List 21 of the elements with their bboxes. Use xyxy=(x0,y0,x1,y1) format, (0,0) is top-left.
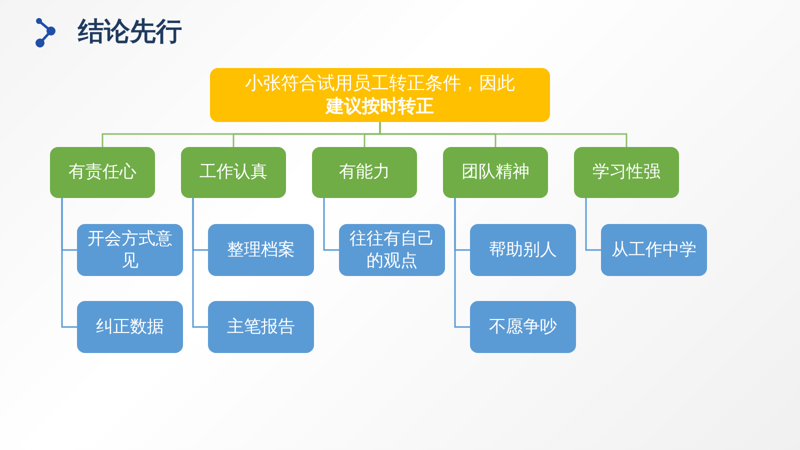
category-box: 有能力 xyxy=(312,147,417,198)
category-box: 团队精神 xyxy=(443,147,548,198)
connector-line xyxy=(454,198,470,328)
category-box: 工作认真 xyxy=(181,147,286,198)
item-box: 不愿争吵 xyxy=(470,301,576,353)
connector-line xyxy=(585,198,601,251)
item-box: 从工作中学 xyxy=(601,224,707,276)
connector-line xyxy=(323,198,339,251)
item-box: 整理档案 xyxy=(208,224,314,276)
category-box: 学习性强 xyxy=(574,147,679,198)
item-box: 主笔报告 xyxy=(208,301,314,353)
connector-line xyxy=(61,198,77,328)
title: 结论先行 xyxy=(78,16,182,49)
item-box: 开会方式意见 xyxy=(77,224,183,276)
category-box: 有责任心 xyxy=(50,147,155,198)
connector-line xyxy=(379,122,628,147)
item-box: 往往有自己的观点 xyxy=(339,224,445,276)
item-box: 纠正数据 xyxy=(77,301,183,353)
connector-line xyxy=(192,198,208,328)
root-box: 小张符合试用员工转正条件，因此建议按时转正 xyxy=(210,68,550,122)
item-box: 帮助别人 xyxy=(470,224,576,276)
